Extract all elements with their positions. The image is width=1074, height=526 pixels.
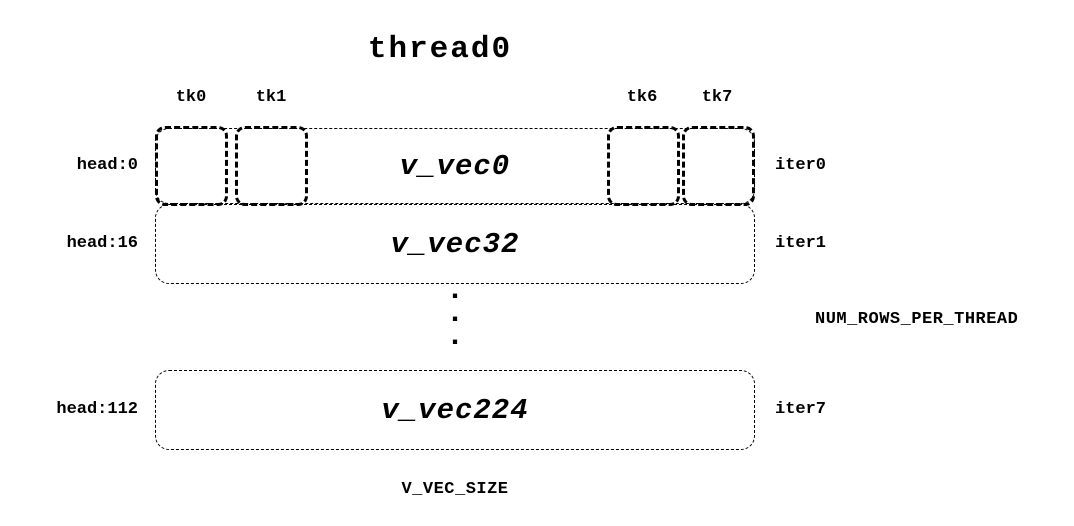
tick-label-tk0: tk0 [175,88,207,107]
vec-label-iter7: v_vec224 [381,393,529,427]
num-rows-per-thread-label: NUM_ROWS_PER_THREAD [815,310,1019,329]
tk0-cell [155,126,228,206]
diagram-title: thread0 [367,32,513,67]
vector-row-iter7: v_vec224 [155,370,755,450]
v-vec-size-label: V_VEC_SIZE [401,480,509,499]
vec-label-iter0: v_vec0 [399,149,511,183]
ellipsis-dot: . [445,274,464,308]
iter-label-iter0: iter0 [775,156,827,175]
ellipsis-dot: . [445,320,464,354]
head-label-iter0: head:0 [76,156,138,175]
ellipsis-dot: . [445,297,464,331]
tick-label-tk6: tk6 [626,88,658,107]
tick-label-tk1: tk1 [255,88,287,107]
tk6-cell [607,126,680,206]
tk7-cell [682,126,755,206]
head-label-iter7: head:112 [56,400,138,419]
vertical-ellipsis: . . . [155,274,755,354]
vector-row-iter1: v_vec32 [155,204,755,284]
iter-label-iter1: iter1 [775,234,827,253]
vector-row-iter0: v_vec0 [155,126,755,206]
iter-label-iter7: iter7 [775,400,827,419]
vec-label-iter1: v_vec32 [390,227,520,261]
head-label-iter1: head:16 [66,234,138,253]
tick-label-tk7: tk7 [701,88,733,107]
tk1-cell [235,126,308,206]
